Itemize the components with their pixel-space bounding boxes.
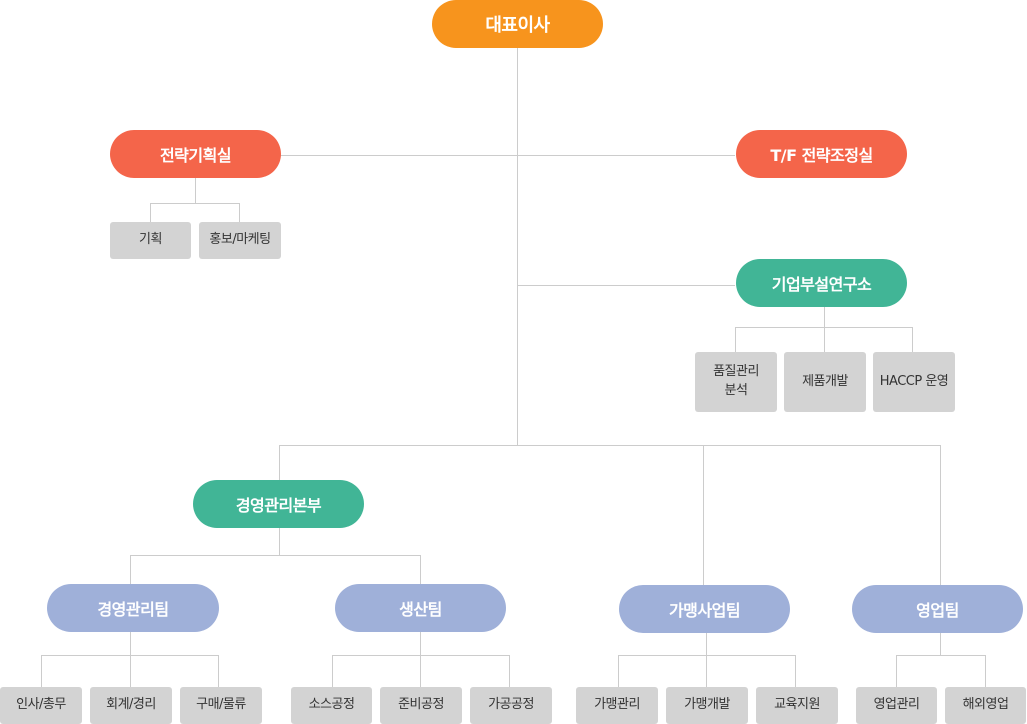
leaf-processing: 가공공정 [470, 687, 552, 724]
leaf-training-support: 교육지원 [756, 687, 838, 724]
leaf-quality-analysis: 품질관리 분석 [695, 352, 777, 412]
leaf-franchise-management: 가맹관리 [576, 687, 658, 724]
leaf-product-development: 제품개발 [784, 352, 866, 412]
leaf-purchasing-logistics: 구매/물류 [180, 687, 262, 724]
node-research-lab: 기업부설연구소 [736, 259, 907, 307]
node-management-hq: 경영관리본부 [193, 480, 364, 528]
leaf-prep-process: 준비공정 [380, 687, 462, 724]
leaf-planning: 기획 [110, 222, 191, 259]
leaf-haccp: HACCP 운영 [873, 352, 955, 412]
leaf-hr-admin: 인사/총무 [0, 687, 82, 724]
leaf-overseas-sales: 해외영업 [945, 687, 1026, 724]
leaf-sales-management: 영업관리 [856, 687, 937, 724]
node-ceo: 대표이사 [432, 0, 603, 48]
node-strategy-office: 전략기획실 [110, 130, 281, 178]
node-production-team: 생산팀 [335, 584, 506, 632]
leaf-franchise-development: 가맹개발 [666, 687, 748, 724]
leaf-accounting: 회계/경리 [90, 687, 172, 724]
node-tf-office: T/F 전략조정실 [736, 130, 907, 178]
node-sales-team: 영업팀 [852, 585, 1023, 633]
leaf-sauce-process: 소스공정 [291, 687, 372, 724]
node-management-team: 경영관리팀 [47, 584, 219, 632]
node-franchise-team: 가맹사업팀 [619, 585, 790, 633]
leaf-pr-marketing: 홍보/마케팅 [199, 222, 281, 259]
